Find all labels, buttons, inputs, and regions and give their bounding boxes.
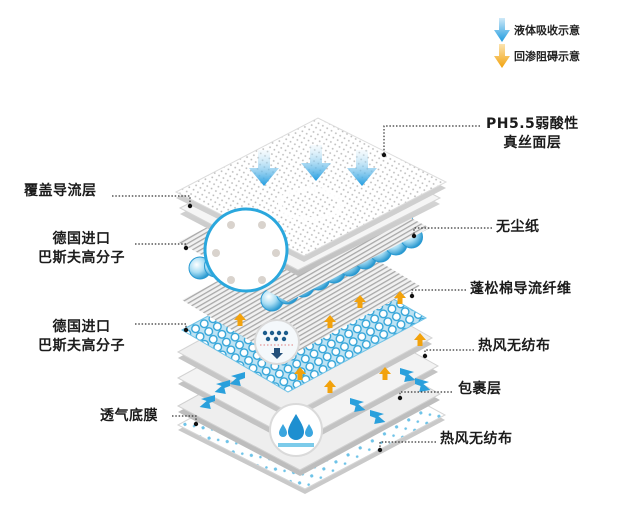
rewet-barrier-arrows bbox=[234, 291, 426, 393]
leader-dot bbox=[187, 203, 193, 209]
polymer-lock-inset bbox=[254, 319, 300, 365]
blue-absorption-arrow bbox=[301, 145, 331, 181]
label-polymer-upper-line1: 德国进口 bbox=[52, 231, 111, 247]
leader-dot bbox=[397, 395, 403, 401]
blue-down-arrow-icon bbox=[494, 18, 510, 42]
label-top-silk-line1: PH5.5弱酸性 bbox=[486, 116, 579, 132]
legend-label-absorption: 液体吸收示意 bbox=[514, 24, 580, 37]
label-polymer-lower-line1: 德国进口 bbox=[52, 319, 111, 335]
label-polymer-lower-line2: 巴斯夫高分子 bbox=[38, 338, 125, 354]
label-hot-air-nonwoven-bottom: 热风无纺布 bbox=[440, 431, 513, 447]
leader-line bbox=[135, 243, 187, 248]
blue-spread-arrow bbox=[229, 372, 245, 386]
orange-rewet-arrow bbox=[379, 367, 391, 380]
droplet-inset bbox=[269, 403, 323, 457]
orange-down-arrow-icon bbox=[494, 44, 510, 68]
label-polymer-upper: 德国进口 巴斯夫高分子 bbox=[38, 230, 125, 268]
leader-dot bbox=[377, 447, 383, 453]
orange-rewet-arrow bbox=[234, 313, 246, 326]
leader-dot bbox=[183, 327, 189, 333]
leader-dot bbox=[411, 233, 417, 239]
leader-dot bbox=[381, 152, 387, 158]
absorption-arrows-top bbox=[249, 145, 377, 186]
label-polymer-lower: 德国进口 巴斯夫高分子 bbox=[38, 318, 125, 356]
orange-rewet-arrow bbox=[324, 315, 336, 328]
absorption-arrows-side bbox=[199, 368, 431, 424]
blue-spread-arrow bbox=[199, 395, 215, 409]
label-fluffy-fiber: 蓬松棉导流纤维 bbox=[470, 281, 572, 297]
blue-spread-arrow bbox=[350, 398, 366, 412]
legend-label-rewet: 回渗阻碍示意 bbox=[514, 50, 580, 63]
label-dust-free-paper: 无尘纸 bbox=[496, 219, 540, 235]
leader-dot bbox=[193, 421, 199, 427]
label-polymer-upper-line2: 巴斯夫高分子 bbox=[38, 250, 125, 266]
leader-dot bbox=[183, 245, 189, 251]
orange-rewet-arrow bbox=[394, 291, 406, 304]
leader-line bbox=[135, 323, 187, 330]
blue-spread-arrow bbox=[400, 368, 416, 382]
leader-line bbox=[383, 125, 480, 155]
label-hot-air-nonwoven-upper: 热风无纺布 bbox=[478, 338, 551, 354]
leader-line bbox=[413, 227, 492, 236]
blue-spread-arrow bbox=[415, 378, 431, 392]
leader-dot bbox=[409, 293, 415, 299]
orange-rewet-arrow bbox=[354, 295, 366, 308]
orange-rewet-arrow bbox=[294, 367, 306, 380]
label-breathable-film: 透气底膜 bbox=[100, 408, 158, 424]
blue-absorption-arrow bbox=[249, 150, 279, 186]
label-cover-flow-layer: 覆盖导流层 bbox=[24, 183, 97, 199]
label-wrap-layer: 包裹层 bbox=[458, 381, 502, 397]
leader-line bbox=[424, 349, 474, 356]
leader-line bbox=[172, 415, 197, 424]
label-top-silk-line2: 真丝面层 bbox=[503, 135, 562, 151]
blue-absorption-arrow bbox=[347, 150, 377, 186]
leader-lines bbox=[112, 125, 492, 453]
highlight-ring bbox=[278, 187, 342, 221]
legend-item-absorption: 液体吸收示意 bbox=[494, 18, 580, 42]
orange-rewet-arrow bbox=[324, 380, 336, 393]
legend-item-rewet: 回渗阻碍示意 bbox=[494, 44, 580, 68]
blue-spread-arrow bbox=[214, 380, 230, 394]
leader-line bbox=[399, 391, 452, 398]
label-top-silk-layer: PH5.5弱酸性 真丝面层 bbox=[486, 115, 579, 153]
blue-spread-arrow bbox=[370, 410, 386, 424]
surface-closeup-inset bbox=[203, 207, 289, 293]
leader-line bbox=[411, 289, 466, 296]
orange-rewet-arrow bbox=[414, 333, 426, 346]
leader-dot bbox=[422, 353, 428, 359]
